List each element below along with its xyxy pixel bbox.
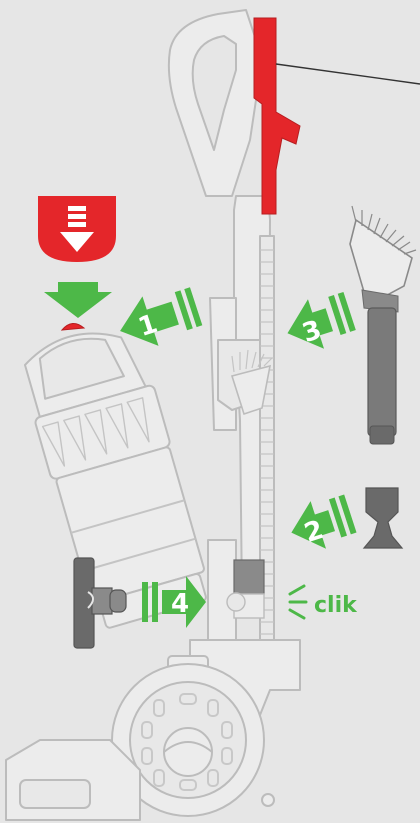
step-1-arrow bbox=[120, 287, 203, 346]
handle-opening bbox=[191, 35, 237, 151]
vacuum-ball-hub-curve bbox=[163, 741, 213, 753]
click-label: clik bbox=[314, 593, 358, 618]
leader-line bbox=[275, 63, 420, 85]
sound-lines-icon bbox=[288, 584, 308, 620]
arrow-left-icon bbox=[287, 299, 334, 349]
cleaner-head-window bbox=[19, 779, 91, 809]
brush-collar bbox=[361, 289, 399, 313]
cyclone-top-grip bbox=[38, 337, 125, 400]
cyclone-red-latch bbox=[60, 323, 86, 331]
tool-tube-end bbox=[369, 425, 395, 445]
brush-bar-socket bbox=[109, 589, 127, 613]
handle-release-catch bbox=[253, 17, 301, 215]
combination-tool bbox=[349, 205, 417, 445]
arrow-down-icon bbox=[44, 282, 112, 318]
step-3-arrow bbox=[287, 291, 356, 349]
arrow-left-icon bbox=[120, 296, 179, 346]
cyclone-mount-plate bbox=[207, 539, 237, 641]
vacuum-ball-slots bbox=[141, 693, 233, 791]
mounted-brush-tool bbox=[230, 349, 273, 416]
tool-tube bbox=[367, 307, 397, 437]
arrow-right-icon bbox=[162, 576, 206, 628]
step-4-arrow bbox=[142, 576, 206, 628]
push-down-icon bbox=[38, 196, 116, 262]
mounted-clip bbox=[226, 559, 265, 619]
vacuum-small-wheel bbox=[261, 793, 275, 807]
vacuum-ball-hub bbox=[163, 727, 213, 777]
brush-bar-tool bbox=[73, 557, 127, 649]
stair-tool bbox=[362, 487, 404, 549]
step-2-arrow bbox=[291, 494, 357, 549]
step-4-number: 4 bbox=[171, 589, 189, 619]
brush-bar-neck bbox=[91, 587, 113, 615]
arrow-left-icon bbox=[291, 501, 336, 549]
release-catch-red bbox=[253, 17, 301, 215]
